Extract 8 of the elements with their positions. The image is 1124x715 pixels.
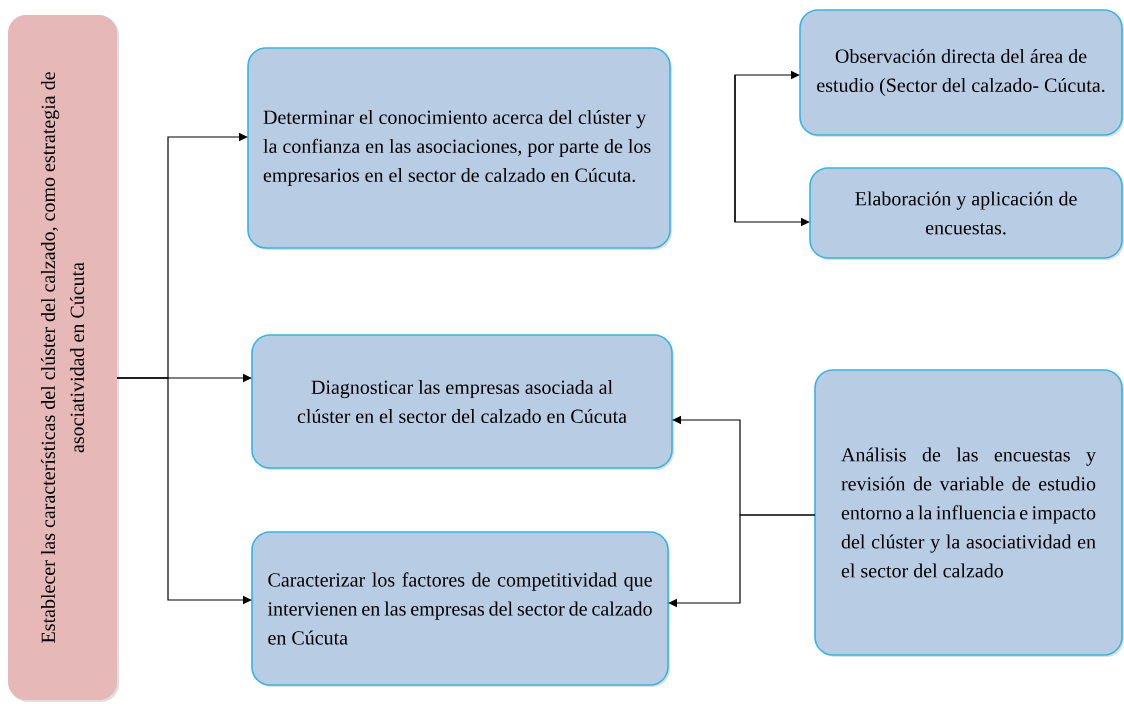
objective-box: Establecer las características del clúster del calzado, como estrategia de asociatividad en Cúcuta: [8, 15, 119, 702]
process-box: Elaboración y aplicación de encuestas.: [809, 167, 1124, 260]
process-box: Determinar el conocimiento acerca del clúster y la confianza en las asociaciones, por parte de los empresarios en el sector de calzado en Cúcuta.: [247, 47, 672, 250]
arrow: [668, 514, 816, 608]
process-box: Diagnosticar las empresas asociada al clúster en el sector del calzado en Cúcuta: [251, 334, 674, 470]
process-box: Análisis de las encuestas y revisión de variable de estudio entorno a la influencia e impacto del clúster y la asociatividad en el sector del calzado: [814, 369, 1124, 657]
process-box: Observación directa del área de estudio (Sector del calzado- Cúcuta.: [799, 9, 1124, 137]
process-box: Caracterizar los factores de competitividad que intervienen en las empresas del sector de calzado en Cúcuta: [251, 531, 670, 687]
